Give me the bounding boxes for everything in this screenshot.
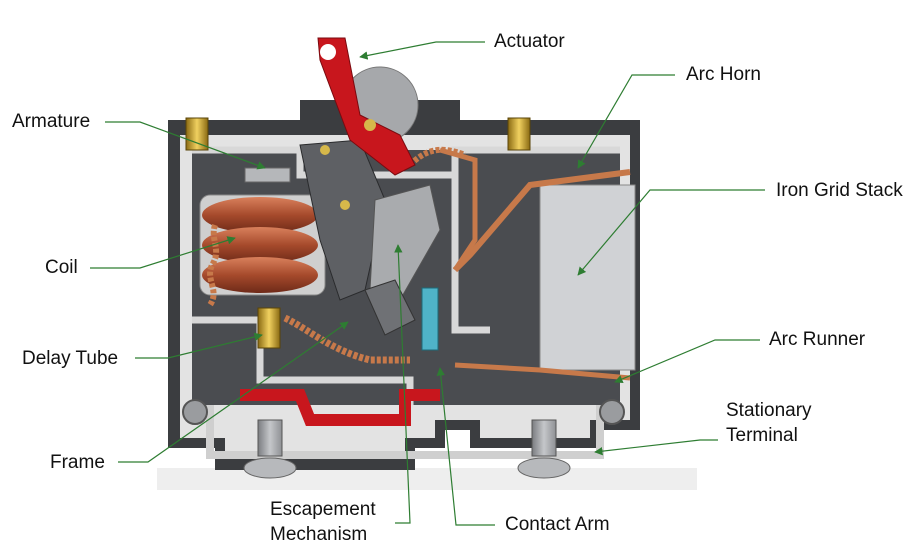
iron-grid-stack <box>539 184 636 371</box>
label-actuator: Actuator <box>494 31 565 52</box>
label-iron-grid-stack: Iron Grid Stack <box>776 180 903 201</box>
terminal-screws <box>243 419 571 479</box>
leader-frame <box>118 321 349 463</box>
label-stationary-terminal-line2: Terminal <box>726 425 798 446</box>
leader-escapement <box>394 244 411 524</box>
label-stationary-terminal-line1: Stationary <box>726 400 812 421</box>
bottom-rails <box>182 399 625 459</box>
leader-armature <box>105 121 266 170</box>
base-shadow <box>157 468 697 490</box>
leader-stationary-terminal <box>594 439 718 456</box>
label-contact-arm: Contact Arm <box>505 514 610 535</box>
label-escapement-line1: Escapement <box>270 499 376 520</box>
leader-arc-horn <box>577 74 675 169</box>
label-arc-horn: Arc Horn <box>686 64 761 85</box>
armature <box>244 167 291 183</box>
label-arc-runner: Arc Runner <box>769 329 866 350</box>
top-brass-pins <box>185 117 531 151</box>
leader-lines <box>90 41 765 526</box>
leader-arc-runner <box>614 339 760 383</box>
leader-contact-arm <box>436 367 495 526</box>
red-base-strip <box>240 389 440 426</box>
arc-horn-left <box>439 147 478 272</box>
leader-actuator <box>359 41 485 60</box>
contact-spring <box>283 314 410 364</box>
contact-arm <box>421 287 439 351</box>
label-escapement-line2: Mechanism <box>270 524 368 545</box>
leader-coil <box>90 236 236 269</box>
label-frame: Frame <box>50 452 105 473</box>
leader-iron-grid <box>577 189 765 276</box>
coil <box>199 194 326 296</box>
arc-runner <box>454 362 631 381</box>
leader-delay-tube <box>135 332 263 359</box>
label-coil: Coil <box>45 257 78 278</box>
escapement-mechanism <box>299 139 441 336</box>
label-armature: Armature <box>12 111 91 132</box>
label-stationary-terminal: Stationary Terminal <box>726 398 812 448</box>
delay-tube <box>257 307 281 349</box>
actuator <box>317 37 419 176</box>
left-spring <box>207 224 220 307</box>
label-delay-tube: Delay Tube <box>22 348 119 369</box>
label-escapement-mechanism: Escapement Mechanism <box>270 497 376 547</box>
